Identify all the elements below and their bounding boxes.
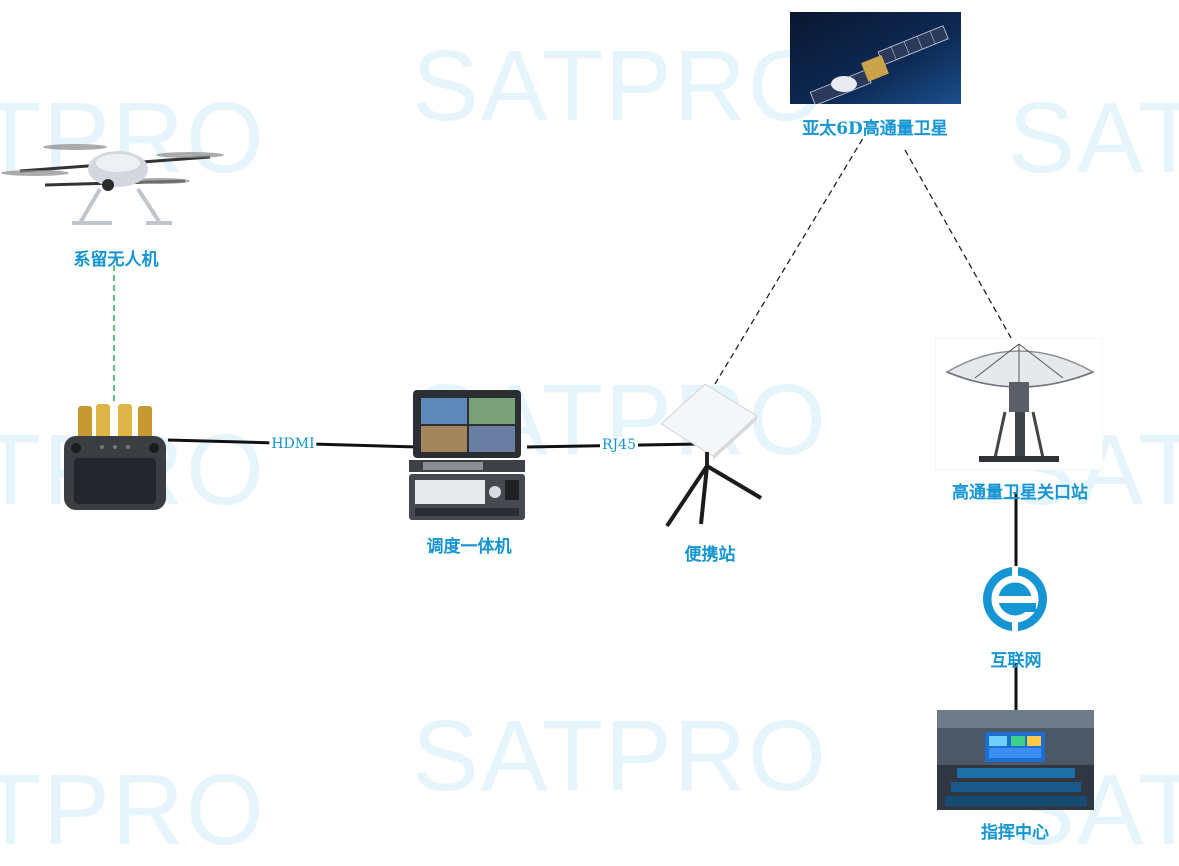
watermark: SATPRO — [412, 700, 828, 812]
watermark: SATPRO — [1008, 82, 1179, 194]
internet-label: 互联网 — [990, 651, 1042, 671]
portable-station-label: 便携站 — [684, 545, 736, 565]
tethered-drone-image — [0, 133, 230, 233]
command-center-label: 指挥中心 — [981, 823, 1049, 843]
gateway-station-image — [934, 337, 1104, 471]
portable-station-image — [655, 380, 765, 530]
internet-icon — [982, 566, 1048, 632]
dispatch-laptop-label: 调度一体机 — [426, 537, 512, 557]
watermark: SATPRO — [0, 754, 266, 866]
hdmi-link-label: HDMI — [269, 436, 317, 452]
satellite-downlink — [904, 149, 1016, 346]
tethered-drone-label: 系留无人机 — [73, 250, 159, 270]
command-center-image — [937, 710, 1094, 810]
dispatch-laptop-image — [409, 388, 527, 522]
satellite-uplink — [714, 134, 866, 385]
watermark: SATPRO — [412, 30, 828, 142]
rj45-link-label: RJ45 — [600, 437, 638, 453]
satellite-image — [780, 12, 1060, 222]
satellite-label: 亚太6D高通量卫星 — [802, 119, 948, 139]
gateway-station-label: 高通量卫星关口站 — [952, 483, 1088, 503]
remote-controller-image — [62, 402, 168, 512]
